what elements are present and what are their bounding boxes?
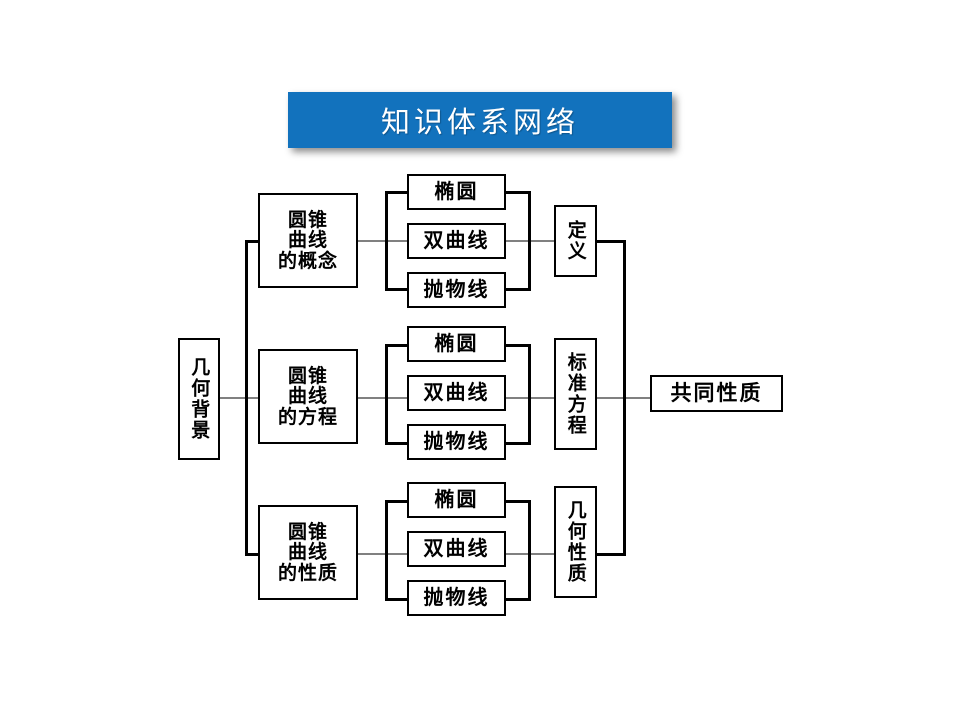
connector-property-child-arm-2 — [385, 598, 407, 601]
node-branch-equation[interactable]: 圆锥 曲线 的方程 — [258, 349, 358, 444]
connector-final-arm-middle — [597, 397, 625, 399]
node-summary-label: 几何性质 — [564, 500, 587, 584]
node-leaf-label: 椭圆 — [434, 487, 479, 512]
connector-equation-collect-arm-2 — [506, 442, 530, 445]
connector-equation-collect-spine — [528, 344, 531, 445]
connector-final-to-conclusion — [623, 397, 652, 399]
connector-concept-to-summary — [528, 240, 554, 242]
node-branch-concept[interactable]: 圆锥 曲线 的概念 — [258, 193, 358, 288]
title-banner: 知识体系网络 — [288, 92, 672, 148]
node-leaf-label: 椭圆 — [434, 331, 479, 356]
node-summary-label: 标准方程 — [564, 352, 587, 436]
connector-concept-collect-arm-1 — [506, 240, 530, 242]
connector-final-spine — [623, 240, 626, 556]
node-leaf-property-ellipse[interactable]: 椭圆 — [407, 482, 506, 518]
connector-root-bracket-arm-bottom — [245, 553, 260, 556]
node-root-label: 几何背景 — [188, 357, 211, 441]
connector-property-children-spine — [385, 500, 388, 601]
connector-root-bracket-arm-middle — [245, 397, 260, 399]
connector-property-to-summary — [528, 553, 554, 555]
node-leaf-concept-parabola[interactable]: 抛物线 — [407, 272, 506, 308]
node-leaf-label: 双曲线 — [423, 228, 490, 253]
node-leaf-label: 椭圆 — [434, 179, 479, 204]
connector-equation-to-summary — [528, 397, 554, 399]
connector-property-collect-spine — [528, 500, 531, 601]
node-leaf-property-parabola[interactable]: 抛物线 — [407, 580, 506, 616]
node-leaf-equation-parabola[interactable]: 抛物线 — [407, 424, 506, 460]
connector-final-arm-top — [597, 240, 625, 243]
connector-concept-child-arm-0 — [385, 191, 407, 194]
node-leaf-label: 双曲线 — [423, 380, 490, 405]
connector-concept-collect-spine — [528, 191, 531, 291]
connector-final-arm-bottom — [597, 553, 625, 556]
node-summary-standard-equation[interactable]: 标准方程 — [554, 338, 597, 450]
node-branch-concept-label: 圆锥 曲线 的概念 — [277, 208, 338, 272]
connector-concept-collect-arm-2 — [506, 288, 530, 291]
node-leaf-equation-hyperbola[interactable]: 双曲线 — [407, 375, 506, 411]
connector-equation-child-arm-1 — [385, 397, 407, 399]
node-branch-equation-label: 圆锥 曲线 的方程 — [277, 364, 338, 428]
node-branch-property-label: 圆锥 曲线 的性质 — [277, 520, 338, 584]
node-leaf-label: 抛物线 — [423, 429, 490, 454]
connector-property-child-arm-0 — [385, 500, 407, 503]
connector-root-stub — [220, 397, 246, 399]
node-conclusion-common-property[interactable]: 共同性质 — [650, 375, 783, 412]
connector-root-bracket-spine — [245, 240, 248, 556]
node-leaf-concept-ellipse[interactable]: 椭圆 — [407, 174, 506, 210]
connector-equation-stub — [358, 397, 386, 399]
connector-property-stub — [358, 553, 386, 555]
node-leaf-concept-hyperbola[interactable]: 双曲线 — [407, 223, 506, 259]
node-root-geometric-background[interactable]: 几何背景 — [178, 338, 220, 460]
node-conclusion-label: 共同性质 — [670, 380, 763, 406]
node-summary-geometric-property[interactable]: 几何性质 — [554, 486, 597, 598]
connector-equation-children-spine — [385, 344, 388, 445]
connector-concept-stub — [358, 240, 386, 242]
node-branch-property[interactable]: 圆锥 曲线 的性质 — [258, 505, 358, 600]
node-summary-definition[interactable]: 定义 — [554, 205, 597, 277]
connector-equation-collect-arm-1 — [506, 397, 530, 399]
node-leaf-label: 双曲线 — [423, 536, 490, 561]
connector-concept-collect-arm-0 — [506, 191, 530, 194]
connector-property-collect-arm-1 — [506, 553, 530, 555]
connector-property-collect-arm-0 — [506, 500, 530, 503]
node-summary-label: 定义 — [564, 220, 587, 262]
node-leaf-label: 抛物线 — [423, 585, 490, 610]
node-leaf-equation-ellipse[interactable]: 椭圆 — [407, 326, 506, 362]
title-banner-text: 知识体系网络 — [380, 105, 579, 139]
connector-concept-child-arm-2 — [385, 288, 407, 291]
connector-concept-child-arm-1 — [385, 240, 407, 242]
connector-property-collect-arm-2 — [506, 598, 530, 601]
connector-concept-children-spine — [385, 191, 388, 291]
node-leaf-label: 抛物线 — [423, 277, 490, 302]
connector-equation-child-arm-2 — [385, 442, 407, 445]
connector-equation-child-arm-0 — [385, 344, 407, 347]
connector-root-bracket-arm-top — [245, 240, 260, 243]
connector-equation-collect-arm-0 — [506, 344, 530, 347]
node-leaf-property-hyperbola[interactable]: 双曲线 — [407, 531, 506, 567]
connector-property-child-arm-1 — [385, 553, 407, 555]
